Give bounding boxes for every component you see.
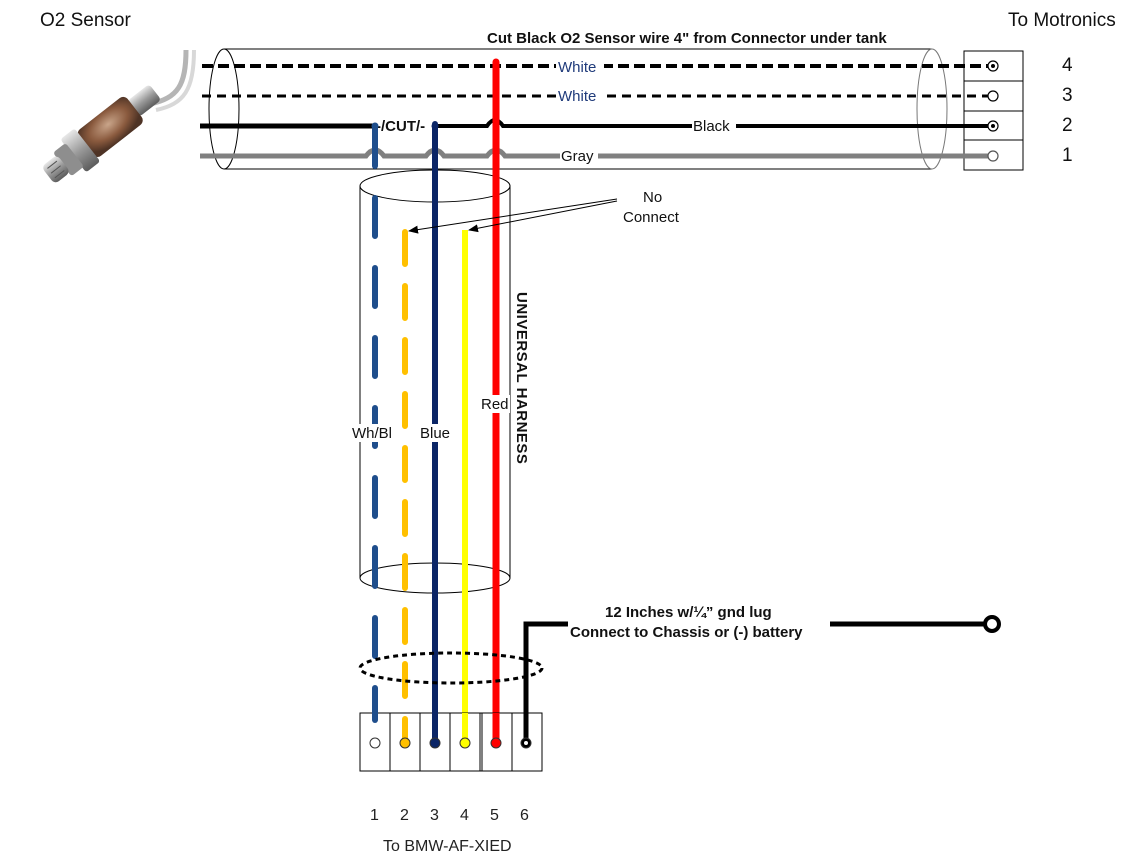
no-connect-arrow-yellow	[468, 200, 618, 233]
motronics-title: To Motronics	[1008, 10, 1116, 31]
wire-label-wh-bl: Wh/Bl	[352, 425, 392, 442]
bmw-pin-1: 1	[370, 807, 379, 824]
bmw-connector-label: To BMW-AF-XIED	[383, 838, 512, 855]
wire-black-ground-pin6	[523, 621, 568, 743]
wire-label-gray: Gray	[561, 148, 594, 165]
ground-note-line2: Connect to Chassis or (-) battery	[570, 624, 803, 641]
no-connect-label-line1: No	[643, 189, 662, 206]
ground-note-line1: 12 Inches w/¼” gnd lug	[605, 604, 772, 621]
o2-sensor-icon	[43, 49, 196, 183]
bmw-pin-6: 6	[520, 807, 529, 824]
motronics-pin-3: 3	[1062, 85, 1073, 106]
cable-tie	[358, 651, 544, 685]
motronics-pin-2: 2	[1062, 115, 1073, 136]
wire-label-black: Black	[693, 118, 730, 135]
bmw-pin-2: 2	[400, 807, 409, 824]
wire-label-white-4: White	[558, 59, 596, 76]
bmw-af-xied-connector	[359, 712, 543, 772]
motronics-terminals	[987, 60, 999, 162]
wire-label-white-3: White	[558, 88, 596, 105]
universal-harness-label: UNIVERSAL HARNESS	[513, 292, 530, 464]
motronics-pin-4: 4	[1062, 55, 1073, 76]
wire-label-red: Red	[481, 396, 509, 413]
o2-sensor-title: O2 Sensor	[40, 10, 131, 31]
no-connect-arrow-orange	[408, 198, 618, 234]
cut-instruction: Cut Black O2 Sensor wire 4" from Connect…	[487, 30, 887, 47]
wire-label-blue: Blue	[420, 425, 450, 442]
motronics-pin-1: 1	[1062, 145, 1073, 166]
bmw-pin-3: 3	[430, 807, 439, 824]
cut-marker: -/CUT/-	[376, 118, 425, 135]
bmw-connector-terminals	[369, 737, 532, 749]
bmw-pin-5: 5	[490, 807, 499, 824]
sensor-cable-tube	[208, 48, 948, 170]
ground-lug-icon	[983, 615, 1001, 633]
no-connect-label-line2: Connect	[623, 209, 680, 226]
bmw-pin-4: 4	[460, 807, 469, 824]
